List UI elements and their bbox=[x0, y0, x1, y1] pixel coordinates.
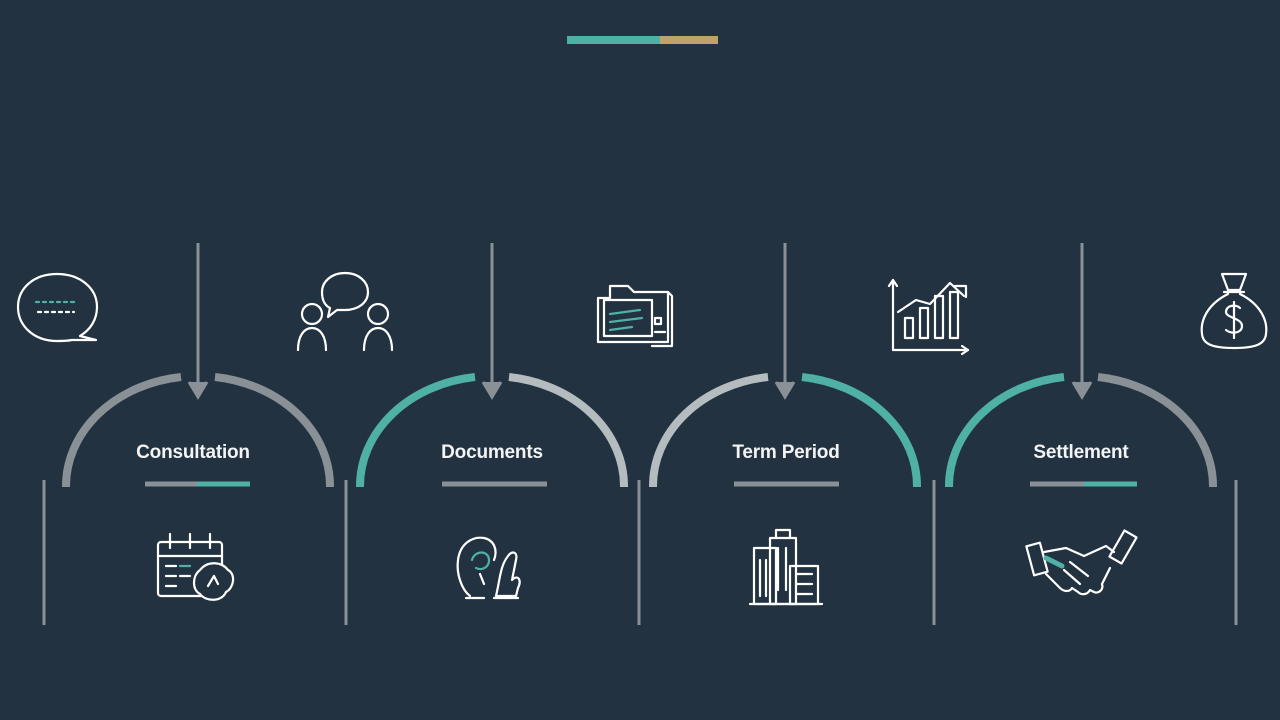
vertical-separators bbox=[42, 480, 1238, 625]
arc-right-half bbox=[1097, 373, 1218, 488]
people-conversation-icon bbox=[296, 271, 394, 352]
down-arrows bbox=[187, 243, 1093, 400]
down-arrow-icon bbox=[774, 243, 796, 400]
growth-chart-icon bbox=[887, 278, 970, 356]
step-consultation: Consultation bbox=[61, 373, 335, 488]
arc-left-half bbox=[355, 373, 476, 488]
arc-right-half bbox=[508, 373, 629, 488]
step-title: Documents bbox=[441, 442, 543, 463]
step-term-period: Term Period bbox=[648, 373, 922, 488]
arc-left-half bbox=[648, 373, 769, 488]
step-title: Consultation bbox=[136, 442, 250, 463]
folder-documents-icon bbox=[596, 284, 674, 348]
speech-bubble-icon bbox=[16, 272, 99, 343]
step-title: Term Period bbox=[732, 442, 839, 463]
arc-left-half bbox=[61, 373, 182, 488]
down-arrow-icon bbox=[481, 243, 503, 400]
down-arrow-icon bbox=[1071, 243, 1093, 400]
arc-right-half bbox=[801, 373, 922, 488]
step-settlement: Settlement bbox=[944, 373, 1218, 488]
calendar-icon bbox=[156, 532, 235, 601]
hand-signature-icon bbox=[456, 536, 521, 600]
handshake-icon bbox=[1025, 529, 1138, 596]
arc-right-half bbox=[214, 373, 335, 488]
money-bag-icon bbox=[1200, 272, 1268, 350]
down-arrow-icon bbox=[187, 243, 209, 400]
buildings-icon bbox=[748, 528, 824, 606]
step-documents: Documents bbox=[355, 373, 629, 488]
arc-left-half bbox=[944, 373, 1065, 488]
step-title: Settlement bbox=[1033, 442, 1129, 463]
